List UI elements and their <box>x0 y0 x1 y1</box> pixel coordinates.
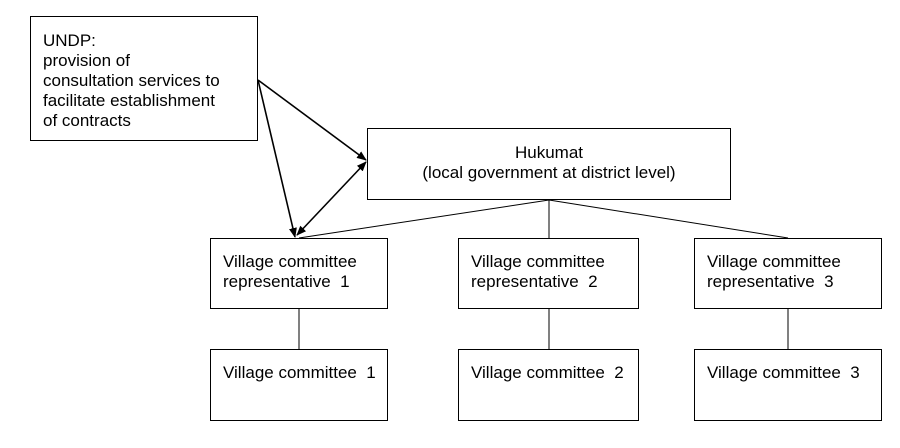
arrow-undp-to-rep1 <box>257 79 297 238</box>
undp-text-line: consultation services to <box>43 71 220 90</box>
undp-text-line: of contracts <box>43 111 131 130</box>
village-committee-label: Village committee 3 <box>707 363 860 382</box>
representative-label-line: Village committee <box>223 252 357 271</box>
undp-text-line: facilitate establishment <box>43 91 215 110</box>
hukumat-box: Hukumat (local government at district le… <box>367 128 731 200</box>
village-committee-label: Village committee 2 <box>471 363 624 382</box>
link-hukumat-to-rep1 <box>298 199 550 239</box>
village-committee-representative-3-box: Village committee representative 3 <box>694 238 882 309</box>
arrow-undp-to-hukumat <box>257 79 367 161</box>
arrow-hukumat-rep1-bidirectional <box>296 161 367 236</box>
representative-label-line: representative 3 <box>707 272 834 291</box>
link-hukumat-to-rep3 <box>548 199 789 239</box>
hukumat-subtitle: (local government at district level) <box>422 163 676 182</box>
village-committee-representative-2-box: Village committee representative 2 <box>458 238 639 309</box>
undp-title: UNDP: <box>43 31 96 50</box>
village-committee-3-box: Village committee 3 <box>694 349 882 421</box>
village-committee-label: Village committee 1 <box>223 363 376 382</box>
representative-label-line: representative 1 <box>223 272 350 291</box>
representative-label-line: representative 2 <box>471 272 598 291</box>
undp-text-line: provision of <box>43 51 130 70</box>
representative-label-line: Village committee <box>471 252 605 271</box>
village-committee-1-box: Village committee 1 <box>210 349 388 421</box>
village-committee-2-box: Village committee 2 <box>458 349 639 421</box>
village-committee-representative-1-box: Village committee representative 1 <box>210 238 388 309</box>
undp-box: UNDP: provision of consultation services… <box>30 16 258 141</box>
hukumat-title: Hukumat <box>514 143 584 162</box>
representative-label-line: Village committee <box>707 252 841 271</box>
